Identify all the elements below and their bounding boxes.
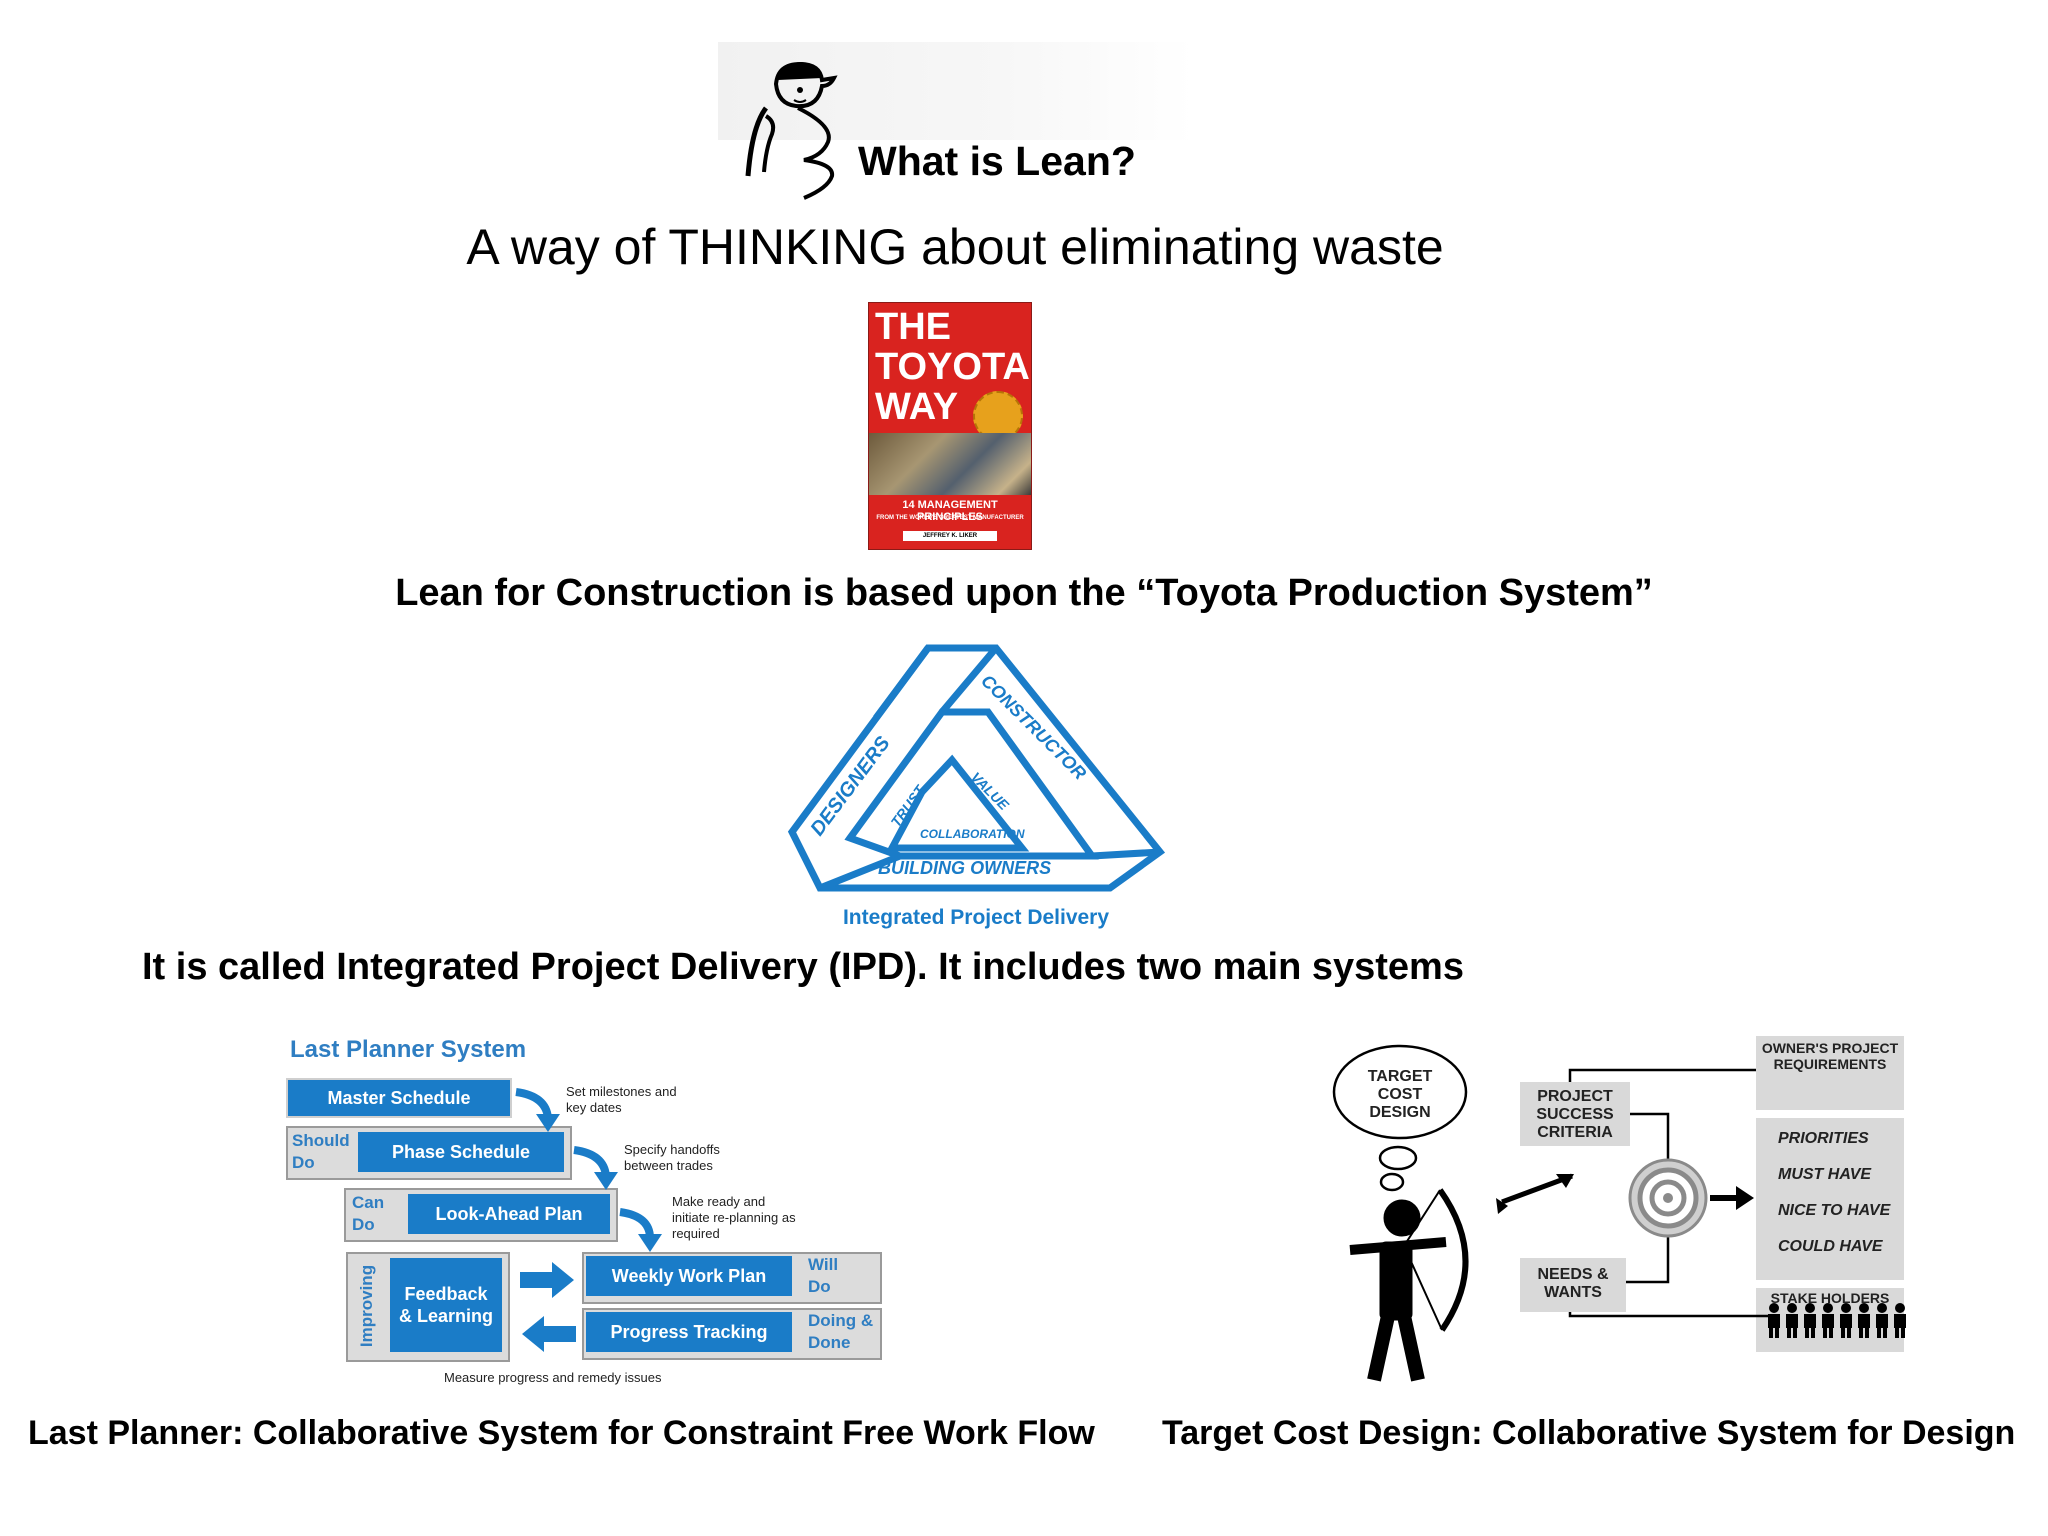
note-milestones: Set milestones and key dates: [566, 1084, 677, 1115]
weekly-work-plan-box: Weekly Work Plan: [586, 1256, 792, 1296]
could-have-label: COULD HAVE: [1778, 1238, 1883, 1255]
look-ahead-box: Look-Ahead Plan: [408, 1194, 610, 1234]
caption-toyota-production-system: Lean for Construction is based upon the …: [395, 572, 1653, 614]
arrow-head-icon: [536, 1114, 560, 1132]
must-have-label: MUST HAVE: [1778, 1166, 1872, 1183]
thought-cloud-icon: [1332, 1044, 1468, 1140]
note-handoffs: Specify handoffs between trades: [624, 1142, 720, 1173]
toyota-way-book-cover: THE TOYOTA WAY 14 MANAGEMENT PRINCIPLES …: [868, 302, 1032, 550]
note-measure-progress: Measure progress and remedy issues: [444, 1370, 662, 1385]
flying-arrow-icon: [1496, 1173, 1574, 1214]
arrow-head-icon: [594, 1172, 618, 1190]
priorities-panel: [1756, 1118, 1904, 1280]
caption-last-planner: Last Planner: Collaborative System for C…: [28, 1414, 1095, 1452]
book-author: JEFFREY K. LIKER: [903, 531, 997, 541]
book-seal-icon: [973, 391, 1023, 441]
book-subtitle: 14 MANAGEMENT PRINCIPLES: [902, 499, 998, 523]
needs-wants-box: NEEDS & WANTS: [1520, 1258, 1626, 1312]
book-cover-photo: [869, 433, 1031, 495]
caption-target-cost-design: Target Cost Design: Collaborative System…: [1162, 1414, 2016, 1452]
archer-icon: [1349, 1188, 1469, 1382]
target-cost-cloud-label: TARGET COST DESIGN: [1367, 1068, 1433, 1121]
page-subtitle: A way of THINKING about eliminating wast…: [466, 219, 1444, 275]
stakeholders-icon: [1768, 1303, 1906, 1338]
project-success-criteria-box: PROJECT SUCCESS CRITERIA: [1520, 1082, 1630, 1146]
phase-schedule-box: Phase Schedule: [358, 1132, 564, 1172]
book-title-line3: WAY: [875, 386, 959, 428]
will-do-label: Will Do: [808, 1255, 839, 1296]
thinker-icon: [745, 61, 838, 200]
caption-ipd: It is called Integrated Project Delivery…: [142, 946, 1464, 988]
ipd-building-owners-label: BUILDING OWNERS: [878, 858, 1051, 878]
ipd-collaboration-label: COLLABORATION: [920, 827, 1025, 841]
right-arrow-icon: [520, 1262, 574, 1298]
master-schedule-box: Master Schedule: [286, 1078, 512, 1118]
nice-to-have-label: NICE TO HAVE: [1778, 1202, 1891, 1219]
last-planner-title: Last Planner System: [290, 1036, 527, 1063]
feedback-learning-box: Feedback & Learning: [390, 1258, 502, 1352]
priorities-label: PRIORITIES: [1778, 1130, 1869, 1147]
should-do-label: Should Do: [292, 1131, 350, 1172]
can-do-label: Can Do: [352, 1193, 385, 1234]
page-title: What is Lean?: [858, 138, 1136, 184]
note-make-ready: Make ready and initiate re-planning as r…: [672, 1194, 796, 1241]
book-title-line1: THE: [875, 306, 951, 348]
ipd-logo-label: Integrated Project Delivery: [843, 906, 1109, 929]
target-icon: [1628, 1158, 1754, 1238]
arrow-head-icon: [638, 1234, 662, 1252]
progress-tracking-box: Progress Tracking: [586, 1312, 792, 1352]
book-title-line2: TOYOTA: [875, 346, 1030, 388]
stakeholders-label: STAKE HOLDERS: [1770, 1290, 1890, 1306]
target-cost-diagram: [1332, 1044, 1906, 1382]
book-tagline: FROM THE WORLD'S GREATEST MANUFACTURER: [876, 515, 1024, 521]
ipd-penrose-triangle-logo: DESIGNERS CONSTRUCTORS BUILDING OWNERS T…: [780, 642, 1166, 929]
left-arrow-icon: [522, 1316, 576, 1352]
doing-done-label: Doing & Done: [808, 1311, 874, 1352]
owner-requirements-box: OWNER'S PROJECT REQUIREMENTS: [1756, 1036, 1904, 1110]
